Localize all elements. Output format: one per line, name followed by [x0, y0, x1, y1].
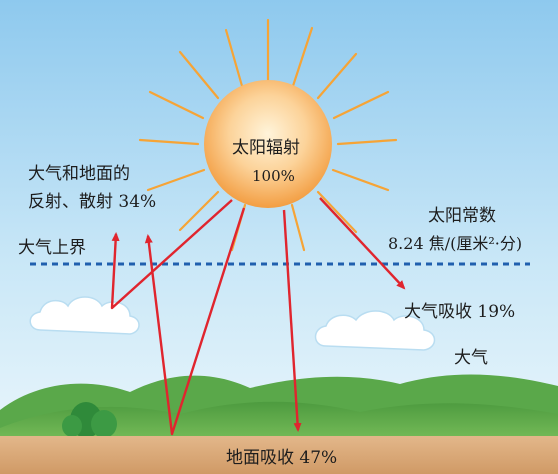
atmosphere-absorb-label: 大气吸收 19% [404, 302, 516, 322]
trees [62, 402, 117, 438]
sun-percent: 100% [252, 167, 295, 185]
solar-constant-title: 太阳常数 [428, 206, 496, 226]
ground-absorb-label: 地面吸收 47% [226, 448, 338, 468]
sun [204, 80, 332, 208]
sun-rays [138, 18, 398, 252]
reflection-label-line1: 大气和地面的 [28, 164, 130, 184]
sun-label: 太阳辐射 [232, 138, 300, 158]
arrow-ground-reflection [144, 207, 246, 436]
cloud-right [314, 310, 436, 351]
arrow-ground-absorption [282, 209, 302, 432]
hills-near [0, 401, 558, 446]
ground [0, 436, 558, 474]
arrow-cloud-reflection [110, 199, 233, 310]
solar-constant-value: 8.24 焦/(厘米²·分) [388, 234, 523, 253]
reflection-label-line2: 反射、散射 34% [28, 192, 157, 212]
atmosphere-top-label: 大气上界 [18, 238, 86, 258]
atmosphere-label: 大气 [454, 348, 488, 368]
radiation-arrows [110, 197, 406, 436]
arrow-atmosphere-absorption [319, 197, 406, 290]
